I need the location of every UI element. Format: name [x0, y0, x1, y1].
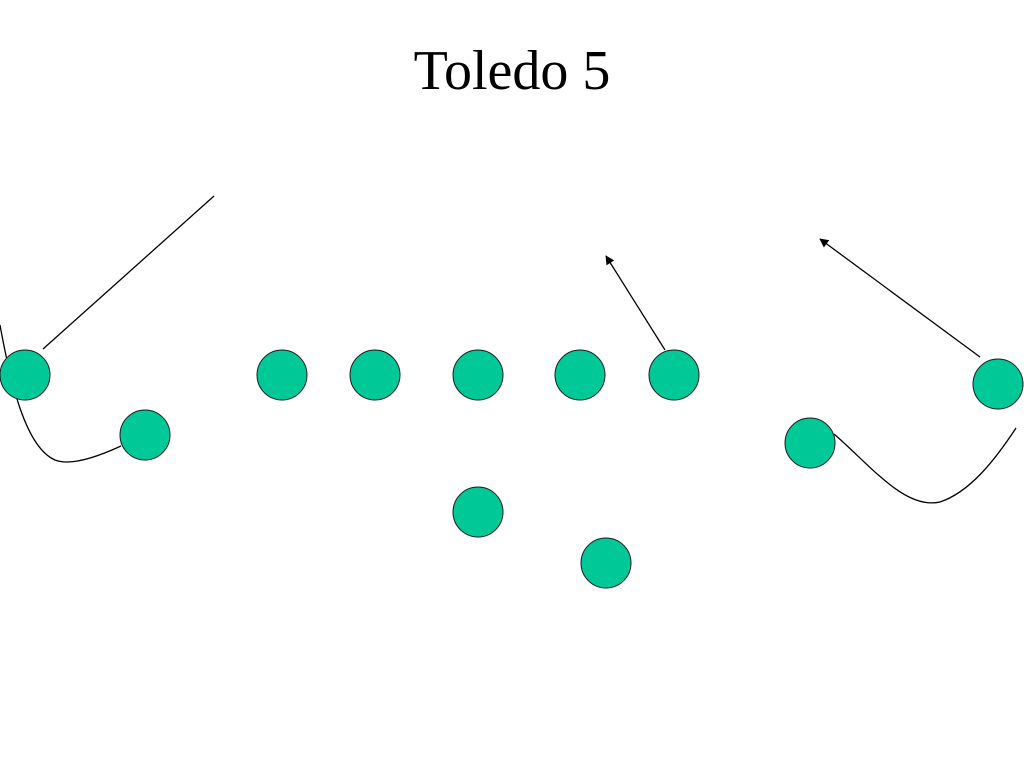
player-right-guard [554, 349, 606, 401]
right-tackle-route [605, 255, 666, 351]
player-left-guard [349, 349, 401, 401]
player-right-slot [784, 417, 836, 469]
player-right-receiver [972, 358, 1024, 410]
player-running-back [580, 537, 632, 589]
left-receiver-route [42, 195, 215, 350]
routes [0, 195, 1017, 504]
player-quarterback [452, 486, 504, 538]
right-slot-route [833, 427, 1017, 504]
right-receiver-route [819, 238, 981, 358]
slide-title: Toledo 5 [413, 40, 611, 102]
players [0, 349, 1024, 589]
player-left-slot [119, 409, 171, 461]
player-left-receiver [0, 349, 51, 401]
player-right-tackle [648, 349, 700, 401]
player-left-tackle [256, 349, 308, 401]
player-center [452, 349, 504, 401]
